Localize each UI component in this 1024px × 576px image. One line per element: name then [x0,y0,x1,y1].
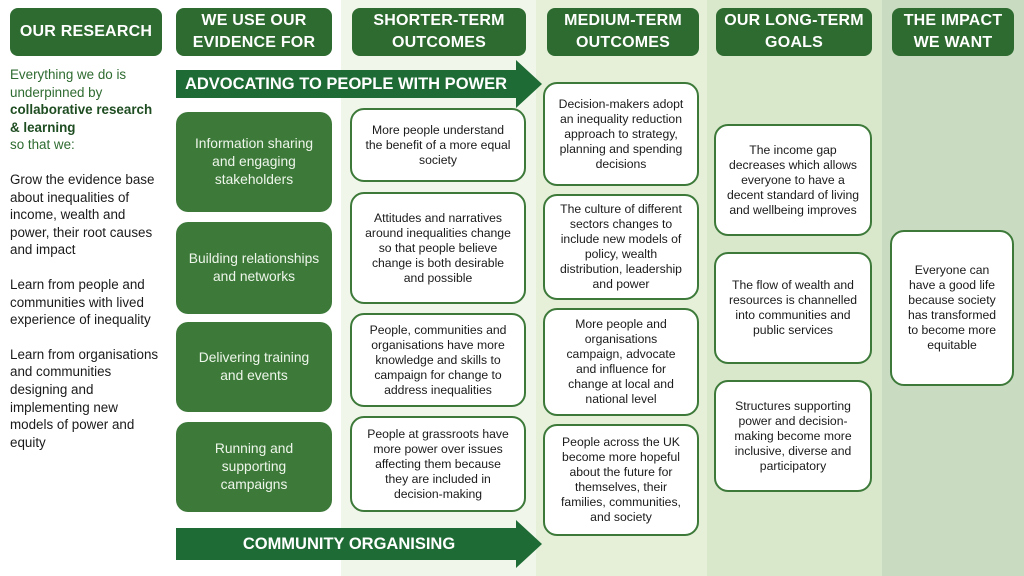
header-medium-term: MEDIUM-TERM OUTCOMES [547,8,699,56]
header-long-term: OUR LONG-TERM GOALS [716,8,872,56]
intro-bold-text: collaborative research & learning [10,102,153,135]
community-organising-arrow [176,520,542,568]
intro-line-1: Everything we do is underpinned by [10,67,127,100]
impact-statement: Everyone can have a good life because so… [890,230,1014,386]
medium-outcome-2: The culture of different sectors changes… [543,194,699,300]
long-goal-3: Structures supporting power and decision… [714,380,872,492]
medium-outcome-4: People across the UK become more hopeful… [543,424,699,536]
medium-outcome-1: Decision-makers adopt an inequality redu… [543,82,699,186]
header-impact: THE IMPACT WE WANT [892,8,1014,56]
intro-point-3: Learn from organisations and communities… [10,346,159,450]
header-our-research: OUR RESEARCH [10,8,162,56]
long-goal-2: The flow of wealth and resources is chan… [714,252,872,364]
evidence-box-information-sharing: Information sharing and engaging stakeho… [176,112,332,212]
shorter-outcome-2: Attitudes and narratives around inequali… [350,192,526,304]
evidence-box-campaigns: Running and supporting campaigns [176,422,332,512]
evidence-box-relationships: Building relationships and networks [176,222,332,314]
community-organising-arrow-label: COMMUNITY ORGANISING [242,534,456,553]
long-goal-1: The income gap decreases which allows ev… [714,124,872,236]
intro-point-2: Learn from people and communities with l… [10,276,151,328]
header-evidence: WE USE OUR EVIDENCE FOR [176,8,332,56]
research-intro: Everything we do is underpinned by colla… [10,66,160,468]
shorter-outcome-3: People, communities and organisations ha… [350,313,526,407]
evidence-box-training: Delivering training and events [176,322,332,412]
shorter-outcome-4: People at grassroots have more power ove… [350,416,526,512]
header-shorter-term: SHORTER-TERM OUTCOMES [352,8,526,56]
intro-point-1: Grow the evidence base about inequalitie… [10,171,155,258]
intro-line-2: so that we: [10,137,75,153]
advocating-arrow-label: ADVOCATING TO PEOPLE WITH POWER [184,74,508,93]
medium-outcome-3: More people and organisations campaign, … [543,308,699,416]
advocating-arrow [176,60,542,108]
shorter-outcome-1: More people understand the benefit of a … [350,108,526,182]
